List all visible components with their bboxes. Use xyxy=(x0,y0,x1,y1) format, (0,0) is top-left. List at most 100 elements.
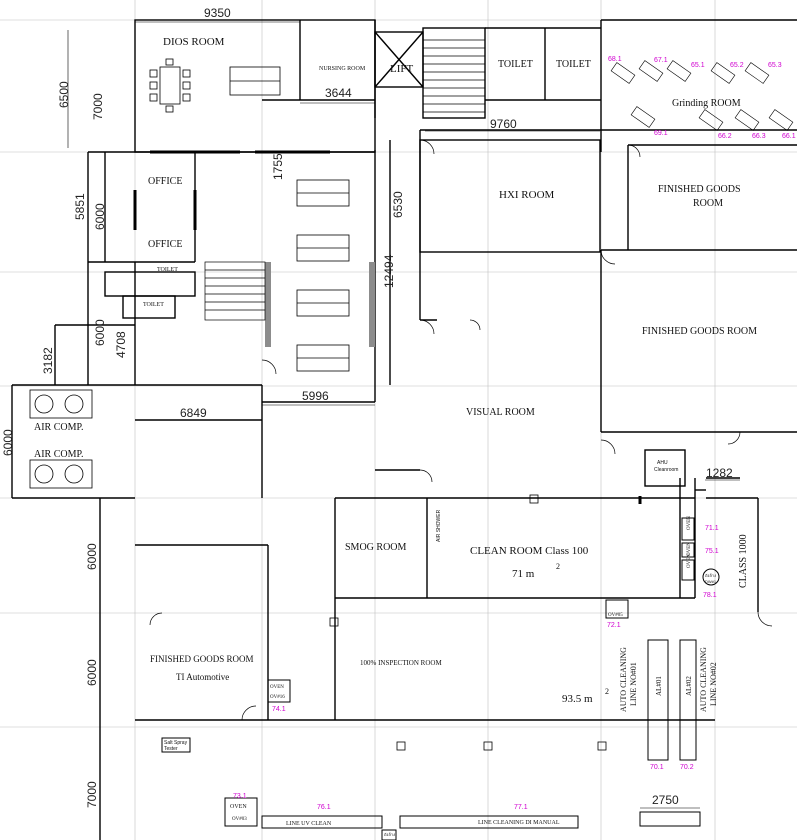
dim-5851: 5851 xyxy=(73,193,87,220)
al01-label: AL#01 xyxy=(655,676,663,696)
grinding-machines xyxy=(610,60,794,131)
line-manual-label: LINE CLEANING DI MANUAL xyxy=(478,820,560,826)
room-label-air-shower: AIR SHOWER xyxy=(436,509,442,542)
desks xyxy=(296,179,350,372)
machine-tag-65-3: 65.3 xyxy=(768,62,782,69)
room-label-ahu: AHU xyxy=(657,460,668,466)
auto-line-1-label-b: LINE NO#01 xyxy=(629,662,638,706)
machine-tag-70-2: 70.2 xyxy=(680,764,694,771)
machine-tag-66-2: 66.2 xyxy=(718,133,732,140)
room-label-clean-room: CLEAN ROOM Class 100 xyxy=(470,545,589,557)
machine-tag-75-1: 75.1 xyxy=(705,548,719,555)
room-label-lift: LIFT xyxy=(390,63,414,75)
meeting-table xyxy=(149,58,281,113)
door-swings xyxy=(149,139,773,721)
salt-spray-label-2: Tester xyxy=(164,746,178,752)
dim-6000-b: 6000 xyxy=(93,319,107,346)
room-label-smog: SMOG ROOM xyxy=(345,542,407,553)
stairs-top xyxy=(423,39,485,113)
room-label-dios: DIOS ROOM xyxy=(163,36,225,48)
room-label-toilet-small-a: TOILET xyxy=(157,267,178,273)
room-label-ahu-2: Cleanroom xyxy=(654,467,678,473)
machine-tag-68-1: 68.1 xyxy=(608,56,622,63)
dimension-lines xyxy=(67,21,740,809)
room-label-air-comp-a: AIR COMP. xyxy=(34,422,83,433)
room-label-class-1000: CLASS 1000 xyxy=(738,534,749,588)
oven-mid-label: OVEN xyxy=(270,685,284,690)
walls xyxy=(11,19,797,840)
line-uv-label: LINE UV CLEAN xyxy=(286,821,332,827)
machine-tag-72-1: 72.1 xyxy=(607,622,621,629)
dim-5996: 5996 xyxy=(302,389,329,403)
room-label-office-b: OFFICE xyxy=(148,239,182,250)
room-label-finished-goods-left: FINISHED GOODS ROOM xyxy=(150,654,254,664)
machine-tag-65-1: 65.1 xyxy=(691,62,705,69)
dim-6000-d: 6000 xyxy=(85,543,99,570)
dw-tag: ถังล้าง xyxy=(705,573,716,578)
oven-right-1: OVEN xyxy=(687,516,692,530)
room-label-ti-automotive: TI Automotive xyxy=(176,672,229,682)
oven-right-4-code: OV#05 xyxy=(608,613,623,618)
oven-right-2: OVEN xyxy=(687,542,692,556)
dim-9350: 9350 xyxy=(204,6,231,20)
room-label-visual: VISUAL ROOM xyxy=(466,407,535,418)
machine-tag-74-1: 74.1 xyxy=(272,706,286,713)
clean-room-area-sup: 2 xyxy=(556,562,560,571)
dim-9760: 9760 xyxy=(490,117,517,131)
room-label-finished-goods-top: FINISHED GOODS xyxy=(658,184,741,195)
dim-6000-a: 6000 xyxy=(93,203,107,230)
oven-mid-code: OV#16 xyxy=(270,695,285,700)
machine-tag-77-1: 77.1 xyxy=(514,804,528,811)
room-label-hxi: HXI ROOM xyxy=(499,189,555,201)
machine-tag-67-1: 67.1 xyxy=(654,57,668,64)
room-label-finished-goods-top-2: ROOM xyxy=(693,198,723,209)
machine-tag-76-1: 76.1 xyxy=(317,804,331,811)
auto-line-1-label: AUTO CLEANING xyxy=(619,647,628,712)
stairs-mid xyxy=(204,261,266,321)
door-jambs xyxy=(133,150,642,504)
room-label-toilet-b: TOILET xyxy=(556,59,591,70)
clean-room-area: 71 m xyxy=(512,568,535,580)
machine-tag-70-1: 70.1 xyxy=(650,764,664,771)
machine-tag-69-1: 69.1 xyxy=(654,130,668,137)
machine-tag-73-1: 73.1 xyxy=(233,793,247,800)
sink-label: ถังล้าง xyxy=(384,832,395,837)
inspection-area-sup: 2 xyxy=(605,687,609,696)
dim-1282: 1282 xyxy=(706,466,733,480)
dim-7000-bottom: 7000 xyxy=(85,781,99,808)
dim-6849: 6849 xyxy=(180,406,207,420)
auto-line-2-label: AUTO CLEANING xyxy=(699,647,708,712)
dim-6000-c: 6000 xyxy=(1,429,15,456)
room-label-office-a: OFFICE xyxy=(148,176,182,187)
machine-tag-66-1: 66.1 xyxy=(782,133,796,140)
dw-code: DW#1 xyxy=(705,579,717,584)
dim-2750: 2750 xyxy=(652,793,679,807)
dim-3182: 3182 xyxy=(41,347,55,374)
room-label-inspection: 100% INSPECTION ROOM xyxy=(360,659,442,667)
room-label-grinding: Grinding ROOM xyxy=(672,98,741,109)
room-label-air-comp-b: AIR COMP. xyxy=(34,449,83,460)
machine-tag-65-2: 65.2 xyxy=(730,62,744,69)
grey-partitions xyxy=(265,262,375,347)
air-compressors xyxy=(29,389,93,489)
machine-tag-66-3: 66.3 xyxy=(752,133,766,140)
room-label-nursing: NURSING ROOM xyxy=(319,66,366,72)
columns xyxy=(329,494,607,751)
salt-spray-label: Salt Spray xyxy=(164,740,188,746)
oven-bottom-label: OVEN xyxy=(230,804,247,810)
machine-tag-78-1: 78.1 xyxy=(703,592,717,599)
oven-bottom-code: OV#03 xyxy=(232,817,247,822)
dim-1755: 1755 xyxy=(271,153,285,180)
cleaning-lines xyxy=(161,517,720,840)
dim-4708: 4708 xyxy=(114,331,128,358)
dim-6000-e: 6000 xyxy=(85,659,99,686)
room-label-finished-goods-mid: FINISHED GOODS ROOM xyxy=(642,326,757,337)
dim-6530: 6530 xyxy=(391,191,405,218)
oven-right-3: OVEN xyxy=(687,554,692,568)
dim-3644: 3644 xyxy=(325,86,352,100)
inspection-area: 93.5 m xyxy=(562,693,593,705)
dim-12494: 12494 xyxy=(382,254,396,288)
al02-label: AL#02 xyxy=(685,676,693,696)
